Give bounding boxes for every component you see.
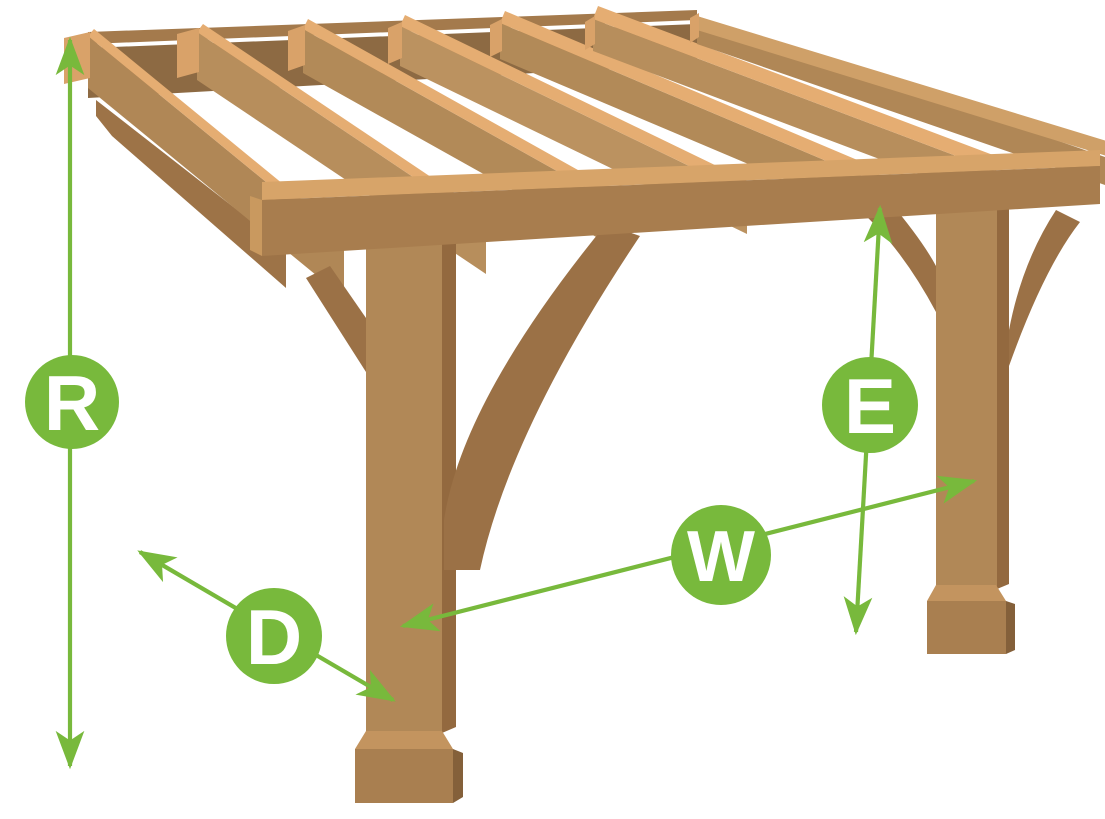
rafter-side xyxy=(593,19,996,203)
plinth-chamfer xyxy=(355,731,453,749)
dimension-label-E: E xyxy=(844,362,896,450)
rafter-6 xyxy=(585,6,1001,203)
post-front-face xyxy=(366,238,442,733)
label-circle-E xyxy=(822,357,918,453)
rafter-top xyxy=(197,24,492,226)
post-front-face xyxy=(936,188,997,589)
rafter-top xyxy=(697,16,1105,156)
side-plate-beam xyxy=(96,100,286,288)
rafter-end xyxy=(490,19,502,57)
rafter-top xyxy=(500,11,881,182)
beam-end-face xyxy=(250,196,262,256)
pergola-illustration xyxy=(64,6,1105,803)
label-circle-D xyxy=(226,588,322,684)
plinth-body xyxy=(927,601,1006,654)
dimension-label-W: W xyxy=(687,517,755,597)
beam-front-face xyxy=(262,166,1100,256)
post-side-face xyxy=(997,188,1009,589)
rafter-end xyxy=(690,13,699,43)
front-beam xyxy=(250,150,1100,256)
beam-top-face xyxy=(262,150,1100,200)
plinth-side xyxy=(1006,601,1015,654)
brace-left-post-right xyxy=(444,224,640,570)
rafter-top xyxy=(593,6,1001,171)
post-right xyxy=(927,188,1015,654)
label-circle-W xyxy=(671,505,771,605)
rafter-end xyxy=(585,16,595,50)
rafter-end xyxy=(288,25,305,71)
plinth-side xyxy=(453,749,463,803)
brace-right-post-right xyxy=(1009,210,1080,366)
rafter-top xyxy=(400,15,752,194)
plinth-chamfer xyxy=(927,585,1006,601)
dimension-label-D: D xyxy=(246,593,302,681)
plinth-body xyxy=(355,749,453,803)
rafter-top xyxy=(303,19,628,208)
dimension-label-R: R xyxy=(44,359,100,447)
dimension-labels: R E W D xyxy=(25,355,918,684)
brace-left-post-left xyxy=(306,266,366,372)
rafter-end xyxy=(177,28,199,78)
label-circle-R xyxy=(25,355,119,449)
rafter-7 xyxy=(690,13,1105,185)
rafter-end xyxy=(388,22,402,64)
